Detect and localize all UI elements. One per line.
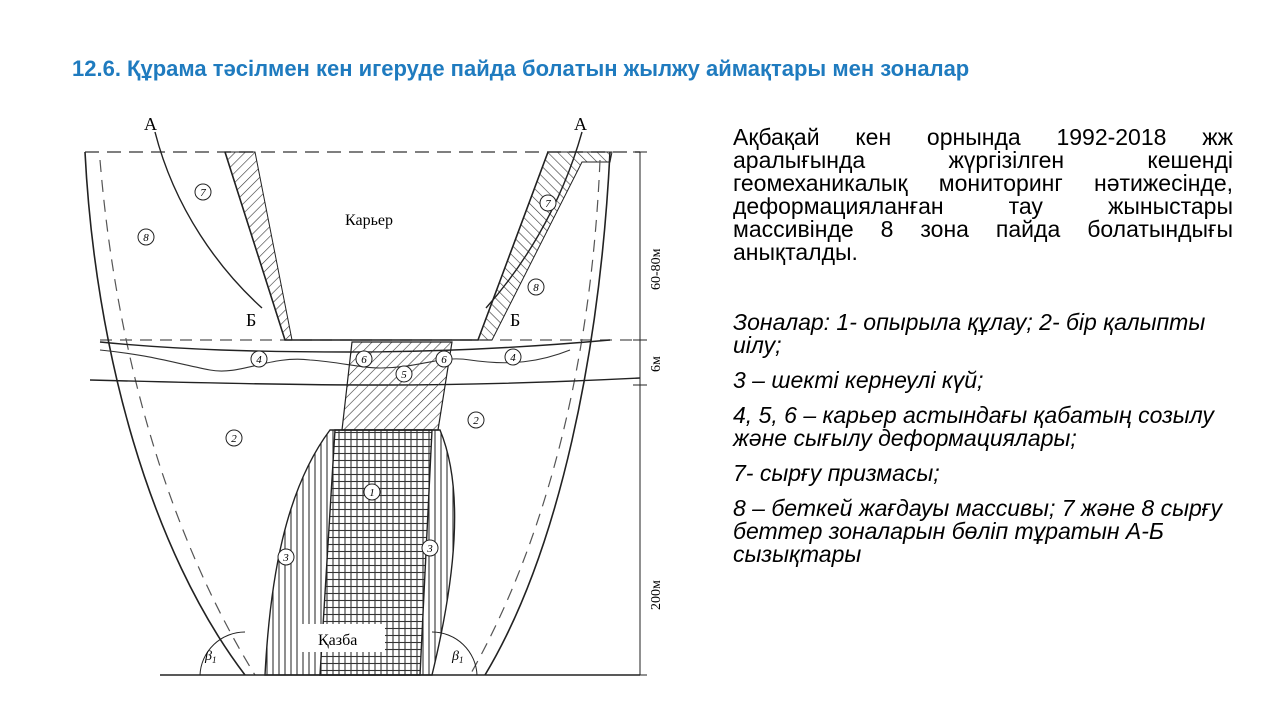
label-B-right: Б	[510, 310, 520, 330]
svg-text:3: 3	[426, 543, 433, 555]
line-A-B-left	[154, 131, 263, 309]
zones-item: 7- сырғу призмасы;	[733, 460, 940, 486]
zone-circle-7-left: 7	[194, 183, 212, 201]
zones-list: Зоналар: 1- опырыла құлау; 2- бір қалыпт…	[733, 311, 1233, 566]
svg-text:2: 2	[231, 433, 237, 445]
left-slope-hatch	[224, 151, 293, 341]
zone-circle-6-left: 6	[355, 350, 373, 368]
zones-item: Зоналар: 1- опырыла құлау; 2- бір қалыпт…	[733, 309, 1206, 358]
dim-label-top: 60-80м	[649, 248, 664, 290]
svg-text:5: 5	[401, 369, 407, 381]
zone-circle-5: 5	[395, 365, 413, 383]
label-A-left: А	[144, 114, 157, 134]
beta-right: β1	[451, 649, 463, 665]
svg-text:6: 6	[441, 354, 447, 366]
zone-circle-8-left: 8	[137, 228, 155, 246]
inner-dashed-left	[99, 159, 256, 676]
label-B-left: Б	[246, 310, 256, 330]
zone-circle-7-right: 7	[539, 194, 557, 212]
svg-text:3: 3	[282, 552, 289, 564]
zone-circle-2-left: 2	[225, 429, 243, 447]
zone-circle-3-left: 3	[277, 548, 295, 566]
svg-text:4: 4	[510, 352, 516, 364]
zones-item: 4, 5, 6 – карьер астындағы қабатың созыл…	[733, 402, 1214, 451]
right-slope-hatch	[477, 151, 613, 341]
slide-title: 12.6. Құрама тәсілмен кен игеруде пайда …	[72, 56, 970, 81]
zone-circle-2-right: 2	[467, 411, 485, 429]
outer-boundary-left	[84, 151, 246, 676]
svg-text:1: 1	[369, 487, 375, 499]
pit-label: Карьер	[345, 212, 393, 229]
svg-text:7: 7	[545, 198, 551, 210]
layer-wavy	[99, 349, 571, 372]
svg-text:7: 7	[200, 187, 206, 199]
zone-circle-6-right: 6	[435, 350, 453, 368]
svg-text:8: 8	[533, 282, 539, 294]
dim-label-middle: 6м	[649, 356, 664, 372]
zone-circle-4-right: 4	[504, 348, 522, 366]
zone-circle-1: 1	[363, 483, 381, 501]
description-block: Ақбақай кен орнында 1992-2018 жж аралығы…	[733, 126, 1233, 578]
deformation-zones-diagram: А А Б Б Карьер Қазба 60-80м 6м 200м β1 β…	[84, 114, 664, 676]
dim-label-bottom: 200м	[649, 580, 664, 610]
outer-boundary-right	[484, 151, 611, 676]
intro-paragraph: Ақбақай кен орнында 1992-2018 жж аралығы…	[733, 124, 1233, 265]
line-A-B-right	[485, 131, 583, 309]
excavation-label: Қазба	[318, 632, 357, 649]
layer-top	[99, 339, 611, 353]
beta-arc-right	[431, 631, 478, 676]
inner-dashed-right	[469, 159, 601, 676]
svg-text:4: 4	[256, 354, 262, 366]
beta-left: β1	[204, 649, 216, 665]
svg-text:2: 2	[473, 415, 479, 427]
label-A-right: А	[574, 114, 587, 134]
zone-circle-3-right: 3	[421, 539, 439, 557]
beta-arc-left	[199, 631, 246, 676]
svg-text:6: 6	[361, 354, 367, 366]
zone-circle-8-right: 8	[527, 278, 545, 296]
zones-item: 3 – шекті кернеулі күй;	[733, 367, 984, 393]
zone-circle-4-left: 4	[250, 350, 268, 368]
svg-text:8: 8	[143, 232, 149, 244]
zones-item: 8 – беткей жағдауы массивы; 7 және 8 сыр…	[733, 495, 1222, 567]
